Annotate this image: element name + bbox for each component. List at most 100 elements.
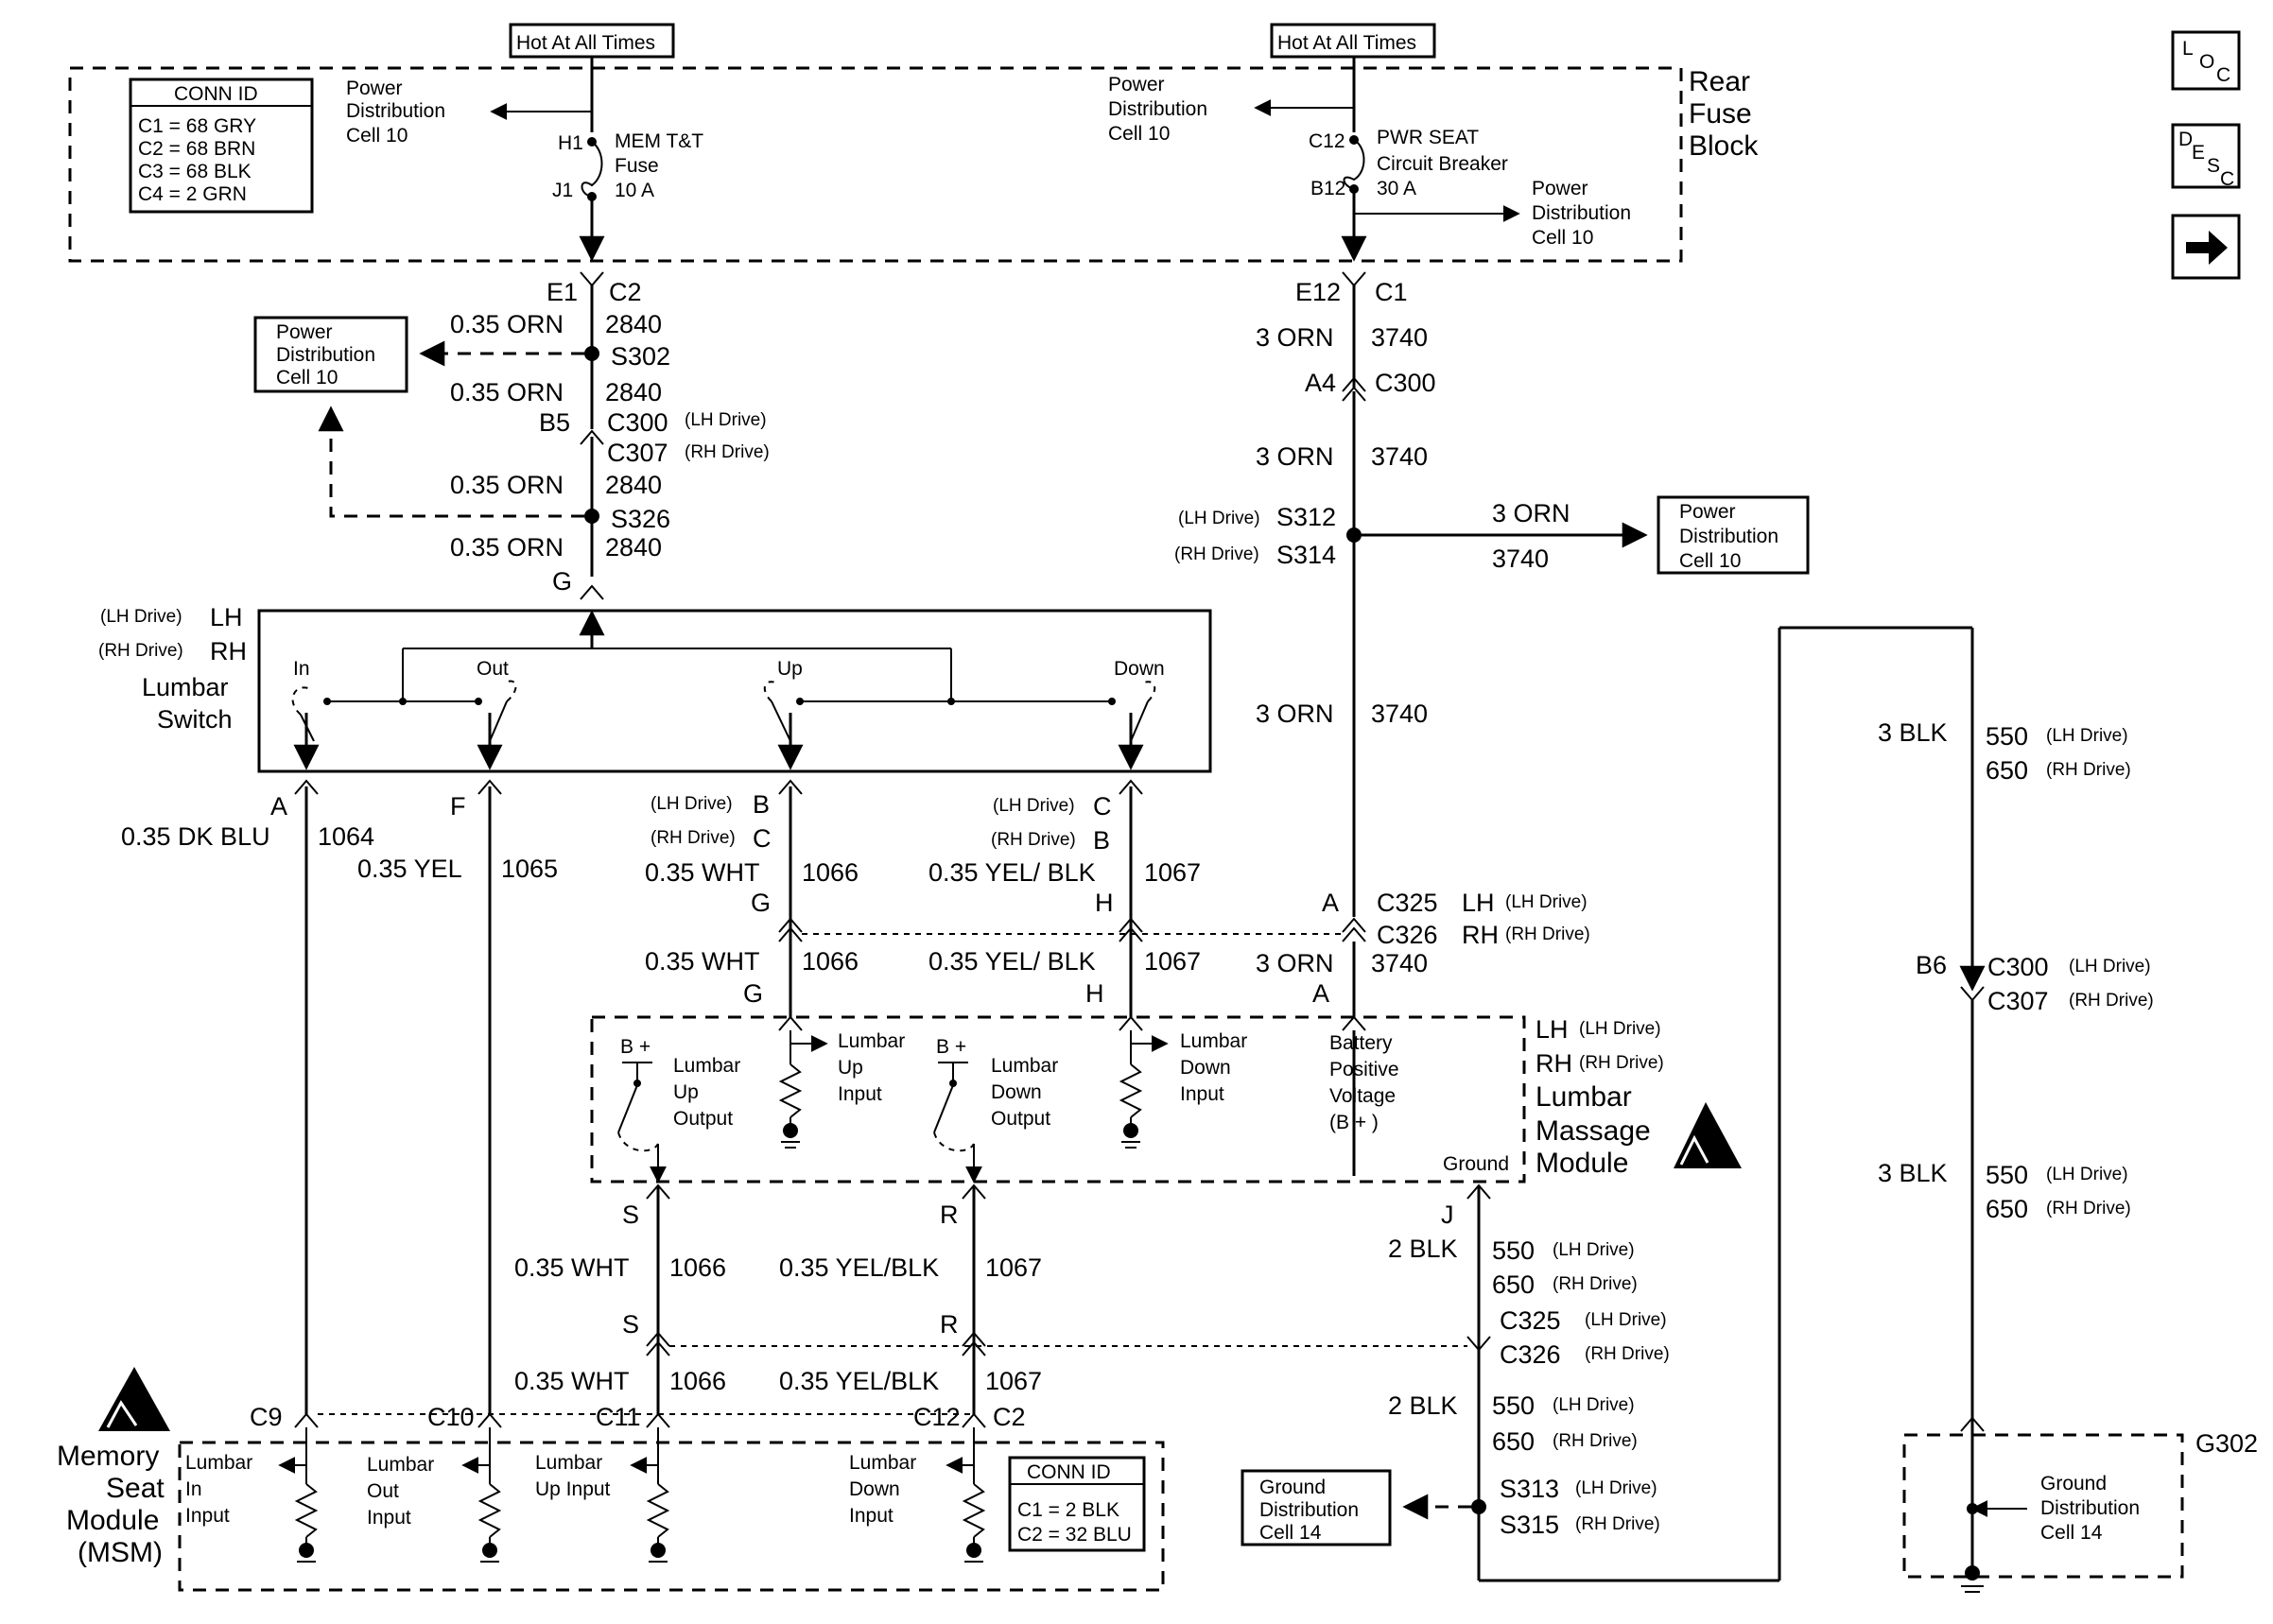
loc-letter-o: O — [2199, 51, 2214, 73]
msm-name: Module — [66, 1505, 159, 1536]
lh-drive-note: (LH Drive) — [2046, 1165, 2128, 1184]
msm-label: Lumbar — [535, 1452, 602, 1474]
breaker-pin-c12: C12 — [1309, 130, 1345, 152]
wire-color-yelblk: 0.35 YEL/BLK — [779, 1367, 939, 1395]
msm-label: In — [185, 1478, 202, 1500]
conn-id-row: C1 = 68 GRY — [138, 115, 256, 137]
desc-button[interactable]: D E S C — [2171, 123, 2241, 190]
msm-label: Lumbar — [849, 1452, 916, 1474]
pin-a4: A4 — [1305, 369, 1336, 397]
lmm-label: Lumbar — [1180, 1030, 1247, 1052]
svg-text:Distribution: Distribution — [1679, 526, 1778, 547]
rh-drive-note: (RH Drive) — [1553, 1431, 1638, 1451]
lmm-label: Output — [673, 1108, 733, 1130]
switch-contact-out — [477, 680, 517, 770]
breaker-pin-b12: B12 — [1310, 178, 1345, 199]
lmm-label: Lumbar — [838, 1030, 905, 1052]
lmm-name: Massage — [1536, 1115, 1651, 1147]
conn-c325: C325 — [1500, 1306, 1561, 1335]
switch-contact-up — [763, 681, 804, 770]
rh-drive-note: (RH Drive) — [651, 828, 736, 848]
pd-box-right: Power Distribution Cell 10 — [1657, 495, 1810, 575]
wire-color-3orn: 3 ORN — [1256, 700, 1334, 728]
svg-text:Cell 10: Cell 10 — [1679, 550, 1741, 572]
conn-c11: C11 — [596, 1403, 641, 1431]
circuit-2840: 2840 — [605, 471, 662, 499]
wire-color-2blk: 2 BLK — [1388, 1391, 1458, 1420]
circuit-550: 550 — [1986, 1161, 2028, 1189]
lmm-label: Up — [838, 1057, 863, 1079]
svg-text:Distribution: Distribution — [276, 344, 375, 366]
circuit-1067: 1067 — [1144, 858, 1201, 887]
lmm-label: Lumbar — [991, 1055, 1058, 1077]
wire-color-wht: 0.35 WHT — [514, 1253, 630, 1282]
pin-c: C — [753, 824, 772, 853]
rh-drive-note: (RH Drive) — [1575, 1514, 1660, 1534]
wire-color-orn: 0.35 ORN — [450, 471, 564, 499]
resistor-icon — [778, 1063, 803, 1118]
msm-label: Down — [849, 1478, 900, 1500]
gd-box-left: Ground Distribution Cell 14 — [1241, 1469, 1392, 1546]
pin-r: R — [940, 1201, 959, 1229]
msm-label: Up Input — [535, 1478, 611, 1500]
circuit-1067: 1067 — [985, 1253, 1042, 1282]
lh-drive-note: (LH Drive) — [1553, 1395, 1635, 1415]
conn-c1: C1 — [1375, 278, 1408, 306]
switch-contact-down — [1118, 681, 1156, 770]
msm-label: Input — [367, 1507, 411, 1529]
fuse-pin-j1: J1 — [552, 180, 573, 201]
circuit-1067: 1067 — [1144, 947, 1201, 976]
lh-drive-note: (LH Drive) — [993, 796, 1075, 816]
desc-letter-e: E — [2192, 142, 2205, 164]
wire-color-wht: 0.35 WHT — [514, 1367, 630, 1395]
lmm-rh: RH — [1536, 1049, 1572, 1078]
splice-s315: S315 — [1500, 1511, 1559, 1539]
rh-drive-note: (RH Drive) — [1505, 924, 1590, 944]
circuit-1066: 1066 — [802, 858, 859, 887]
lh-drive-note: (LH Drive) — [1178, 509, 1260, 528]
wire-color-3blk: 3 BLK — [1878, 1159, 1948, 1187]
pin-r: R — [940, 1310, 959, 1339]
circuit-650: 650 — [1986, 1195, 2028, 1223]
rh-drive-note: (RH Drive) — [1174, 544, 1259, 564]
breaker-label: PWR SEAT — [1377, 127, 1479, 148]
circuit-550: 550 — [1492, 1391, 1535, 1420]
circuit-1067: 1067 — [985, 1367, 1042, 1395]
msm-label: Lumbar — [367, 1454, 434, 1476]
pd-box-left: Power Distribution Cell 10 — [253, 316, 408, 393]
conn-c300: C300 — [607, 408, 668, 437]
next-page-button[interactable] — [2171, 214, 2241, 280]
lh-drive-note: (LH Drive) — [2046, 726, 2128, 746]
ground-icon — [1123, 1123, 1138, 1138]
switch-name: Switch — [157, 705, 233, 734]
next-arrow-icon — [2186, 231, 2228, 265]
esd-warning-icon — [1674, 1102, 1742, 1168]
conn-c10: C10 — [427, 1403, 475, 1431]
fuse-label: Fuse — [615, 155, 659, 177]
wire-color-dkblu: 0.35 DK BLU — [121, 822, 270, 851]
msm-input-up — [630, 1427, 670, 1563]
rh-drive-note: (RH Drive) — [991, 830, 1076, 850]
lmm-label: Input — [1180, 1083, 1224, 1105]
pin-g: G — [743, 979, 763, 1008]
svg-text:Power: Power — [1679, 501, 1736, 523]
lh-drive-note: (LH Drive) — [2069, 957, 2151, 976]
pd-label: Distribution — [1108, 98, 1207, 120]
pd-label: Distribution — [346, 100, 445, 122]
circuit-2840: 2840 — [605, 533, 662, 561]
circuit-1066: 1066 — [669, 1367, 726, 1395]
rear-fuse-block-label-2: Fuse — [1689, 98, 1752, 130]
switch-name: Lumbar — [142, 673, 229, 701]
lmm-ground-label: Ground — [1443, 1153, 1509, 1175]
pin-f: F — [450, 792, 466, 821]
pd-label: Cell 10 — [346, 125, 408, 147]
circuit-2840: 2840 — [605, 310, 662, 338]
circuit-650: 650 — [1492, 1270, 1535, 1299]
circuit-3740: 3740 — [1492, 544, 1549, 573]
lmm-label: Voltage — [1329, 1085, 1396, 1107]
lh-drive-note: (LH Drive) — [1505, 892, 1588, 912]
wire-color-orn: 0.35 ORN — [450, 310, 564, 338]
lh-drive-note: (LH Drive) — [1553, 1240, 1635, 1260]
loc-button[interactable]: L O C — [2171, 30, 2241, 91]
msm-input-out — [461, 1427, 502, 1563]
